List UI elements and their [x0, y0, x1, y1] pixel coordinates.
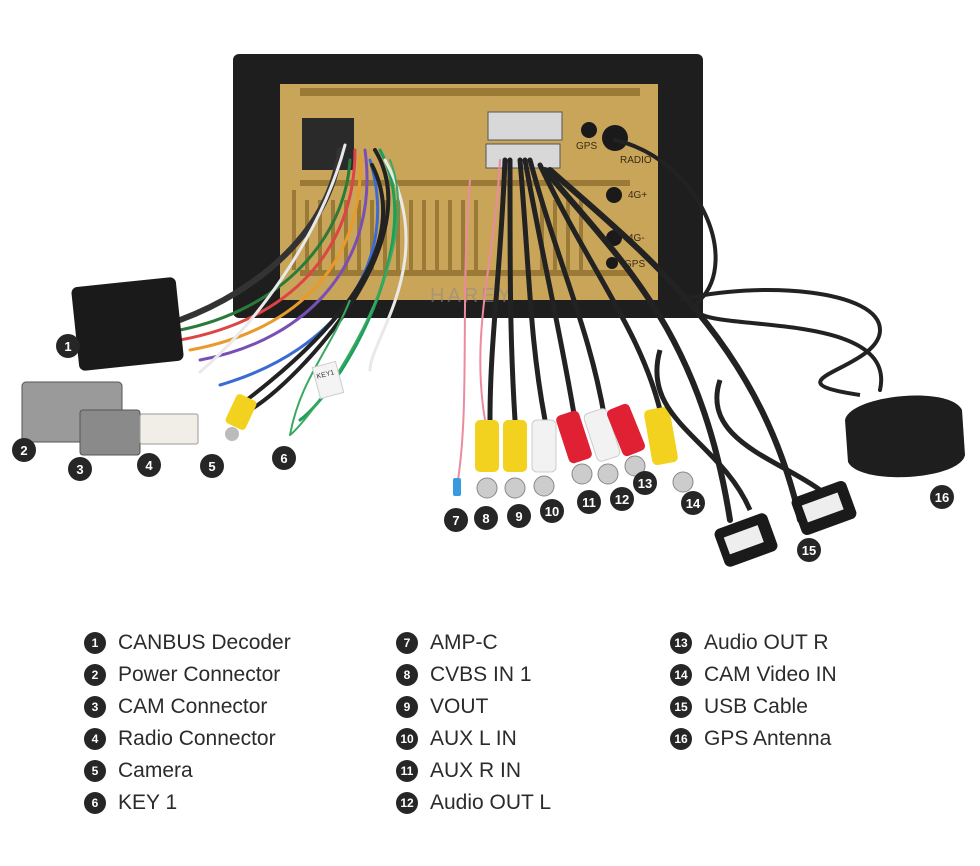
legend-number: 4 [84, 728, 106, 750]
callout-badge-9: 9 [507, 504, 531, 528]
port-label-4g-1: 4G+ [628, 190, 647, 201]
legend-label: CVBS IN 1 [430, 663, 532, 686]
legend-number: 7 [396, 632, 418, 654]
aux-connector-bottom [485, 143, 561, 169]
usb-cables [654, 349, 857, 567]
legend-number: 5 [84, 760, 106, 782]
legend-label: Power Connector [118, 663, 281, 686]
callout-badge-6: 6 [272, 446, 296, 470]
legend-label: AMP-C [430, 631, 498, 654]
callout-badge-5: 5 [200, 454, 224, 478]
legend-item: 10 AUX L IN [396, 723, 551, 755]
callout-badge-10: 10 [540, 499, 564, 523]
legend-number: 12 [396, 792, 418, 814]
legend-number: 9 [396, 696, 418, 718]
legend-item: 3 CAM Connector [84, 691, 291, 723]
legend-label: Audio OUT L [430, 791, 552, 814]
callout-badge-12: 12 [610, 487, 634, 511]
legend-number: 16 [670, 728, 692, 750]
legend-number: 8 [396, 664, 418, 686]
legend-label: AUX L IN [430, 727, 517, 750]
legend-item: 4 Radio Connector [84, 723, 291, 755]
callout-badge-15: 15 [797, 538, 821, 562]
cam-connector [79, 409, 141, 456]
legend-column-2: 7 AMP-C 8 CVBS IN 1 9 VOUT 10 AUX L IN 11 AUX… [396, 627, 551, 819]
legend-label: CANBUS Decoder [118, 631, 291, 654]
legend-label: CAM Connector [118, 695, 268, 718]
key1-tag-text: KEY1 [316, 369, 335, 380]
legend-label: GPS Antenna [704, 727, 832, 750]
amp-c-wire-end [453, 478, 461, 496]
legend-number: 15 [670, 696, 692, 718]
gps-port [581, 122, 597, 138]
watermark: HAREY [430, 285, 514, 307]
wiring-diagram: GPS RADIO 4G+ 4G- GPS HAREY [21, 54, 965, 567]
aux-connector-top [487, 111, 563, 141]
legend-item: 6 KEY 1 [84, 787, 291, 819]
camera-rca [225, 394, 257, 430]
key1-tag [311, 360, 345, 400]
legend-item: 9 VOUT [396, 691, 551, 723]
legend-item: 14 CAM Video IN [670, 659, 837, 691]
canbus-decoder [71, 277, 184, 371]
legend-label: VOUT [430, 695, 489, 718]
legend-column-3: 13 Audio OUT R 14 CAM Video IN 15 USB Cable… [670, 627, 837, 755]
legend-number: 10 [396, 728, 418, 750]
legend-item: 16 GPS Antenna [670, 723, 837, 755]
legend-label: Camera [118, 759, 193, 782]
legend-label: Audio OUT R [704, 631, 829, 654]
radio-connector [139, 413, 199, 445]
legend-item: 2 Power Connector [84, 659, 291, 691]
gps-port-2 [606, 257, 618, 269]
legend-item: 12 Audio OUT L [396, 787, 551, 819]
callout-badge-1: 1 [56, 334, 80, 358]
callout-badge-8: 8 [474, 506, 498, 530]
callout-badge-3: 3 [68, 457, 92, 481]
legend-label: KEY 1 [118, 791, 178, 814]
legend-number: 2 [84, 664, 106, 686]
legend-number: 1 [84, 632, 106, 654]
callout-badge-13: 13 [633, 471, 657, 495]
legend-item: 1 CANBUS Decoder [84, 627, 291, 659]
callout-badge-4: 4 [137, 453, 161, 477]
legend-item: 15 USB Cable [670, 691, 837, 723]
legend-item: 7 AMP-C [396, 627, 551, 659]
legend-label: CAM Video IN [704, 663, 837, 686]
port-label-4g-2: 4G- [628, 233, 645, 244]
legend-number: 13 [670, 632, 692, 654]
callout-badge-16: 16 [930, 485, 954, 509]
legend-label: Radio Connector [118, 727, 276, 750]
legend-number: 14 [670, 664, 692, 686]
port-label-gps-2: GPS [624, 259, 645, 270]
port-label-radio: RADIO [620, 155, 652, 166]
callout-badge-11: 11 [577, 490, 601, 514]
legend-item: 11 AUX R IN [396, 755, 551, 787]
rca-plugs [475, 403, 694, 499]
wire-harness [177, 138, 884, 523]
callout-badge-7: 7 [444, 508, 468, 532]
legend-label: AUX R IN [430, 759, 522, 782]
port-label-gps: GPS [576, 141, 597, 152]
legend-column-1: 1 CANBUS Decoder 2 Power Connector 3 CAM Co… [84, 627, 291, 819]
gps-antenna-cable [679, 288, 883, 397]
legend-number: 6 [84, 792, 106, 814]
key1-wire [289, 299, 351, 436]
main-connector [302, 118, 354, 170]
legend-label: USB Cable [704, 695, 808, 718]
callout-badge-14: 14 [681, 491, 705, 515]
legend-number: 3 [84, 696, 106, 718]
callout-badge-2: 2 [12, 438, 36, 462]
gps-antenna [845, 395, 965, 478]
legend-item: 8 CVBS IN 1 [396, 659, 551, 691]
legend-item: 5 Camera [84, 755, 291, 787]
legend-item: 13 Audio OUT R [670, 627, 837, 659]
fourg-port-1 [606, 187, 622, 203]
legend-number: 11 [396, 760, 418, 782]
